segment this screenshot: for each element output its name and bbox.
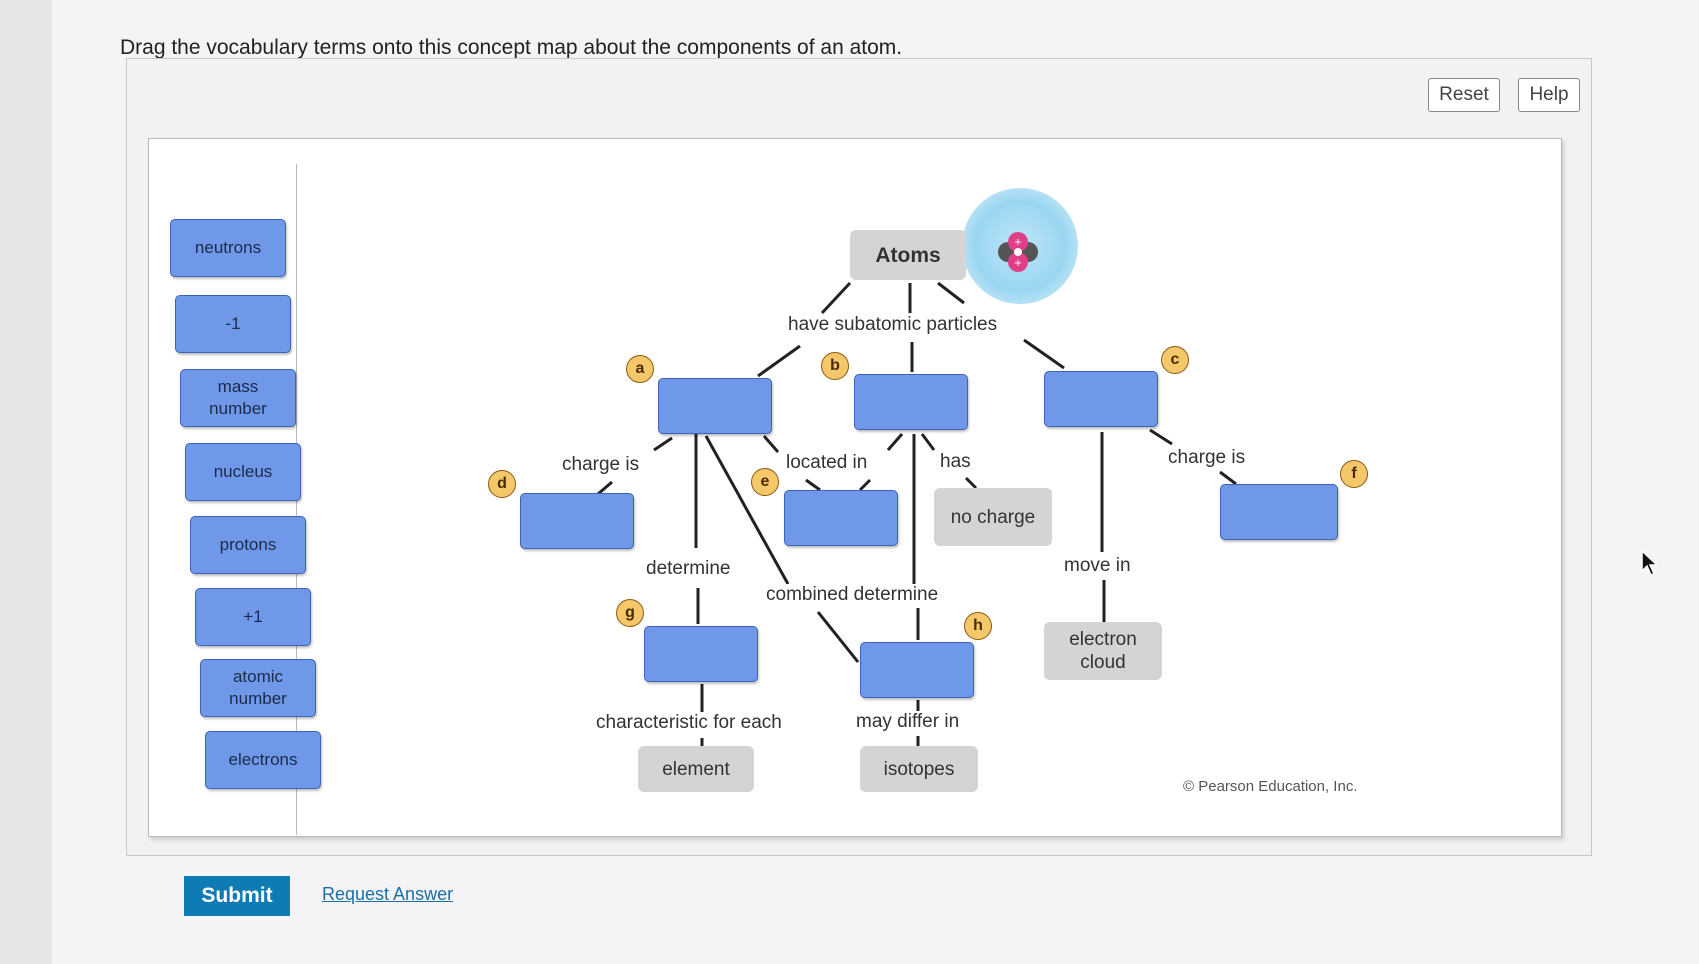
term-card[interactable]: electrons [205, 731, 321, 789]
drop-target-f[interactable] [1220, 484, 1338, 540]
term-card[interactable]: -1 [175, 295, 291, 353]
atoms-node: Atoms [850, 230, 966, 280]
link-label: combined determine [764, 584, 941, 606]
badge-b: b [821, 352, 849, 380]
term-card[interactable]: mass number [180, 369, 296, 427]
drop-target-h[interactable] [860, 642, 974, 698]
reset-button[interactable]: Reset [1428, 78, 1500, 112]
link-label: charge is [560, 454, 642, 476]
instruction-text: Drag the vocabulary terms onto this conc… [120, 36, 903, 59]
electron-cloud-node: electron cloud [1044, 622, 1162, 680]
term-card[interactable]: protons [190, 516, 306, 574]
request-answer-link[interactable]: Request Answer [322, 884, 454, 904]
element-node: element [638, 746, 754, 792]
term-card[interactable]: neutrons [170, 219, 286, 277]
mouse-pointer-icon [1641, 549, 1659, 577]
atom-icon: + + [998, 232, 1038, 272]
drop-target-g[interactable] [644, 626, 758, 682]
badge-c: c [1161, 346, 1189, 374]
svg-text:+: + [1014, 258, 1022, 269]
badge-e: e [751, 468, 779, 496]
link-label: charge is [1166, 447, 1248, 469]
drop-target-d[interactable] [520, 493, 634, 549]
badge-a: a [626, 355, 654, 383]
badge-g: g [616, 599, 644, 627]
link-label: move in [1062, 555, 1133, 577]
drop-target-e[interactable] [784, 490, 898, 546]
drop-target-a[interactable] [658, 378, 772, 434]
link-label: has [938, 451, 973, 473]
drop-target-c[interactable] [1044, 371, 1158, 427]
badge-f: f [1340, 460, 1368, 488]
link-label: may differ in [854, 711, 962, 733]
no-charge-node: no charge [934, 488, 1052, 546]
link-label: characteristic for each [594, 712, 784, 734]
term-card[interactable]: atomic number [200, 659, 316, 717]
svg-text:+: + [1014, 237, 1022, 248]
term-card[interactable]: +1 [195, 588, 311, 646]
link-label: determine [644, 558, 733, 580]
badge-d: d [488, 470, 516, 498]
submit-button[interactable]: Submit [184, 876, 290, 916]
link-label: located in [784, 452, 870, 474]
isotopes-node: isotopes [860, 746, 978, 792]
link-label: have subatomic particles [786, 314, 1000, 336]
term-card[interactable]: nucleus [185, 443, 301, 501]
badge-h: h [964, 612, 992, 640]
drop-target-b[interactable] [854, 374, 968, 430]
copyright-text: © Pearson Education, Inc. [1183, 778, 1358, 795]
help-button[interactable]: Help [1518, 78, 1580, 112]
